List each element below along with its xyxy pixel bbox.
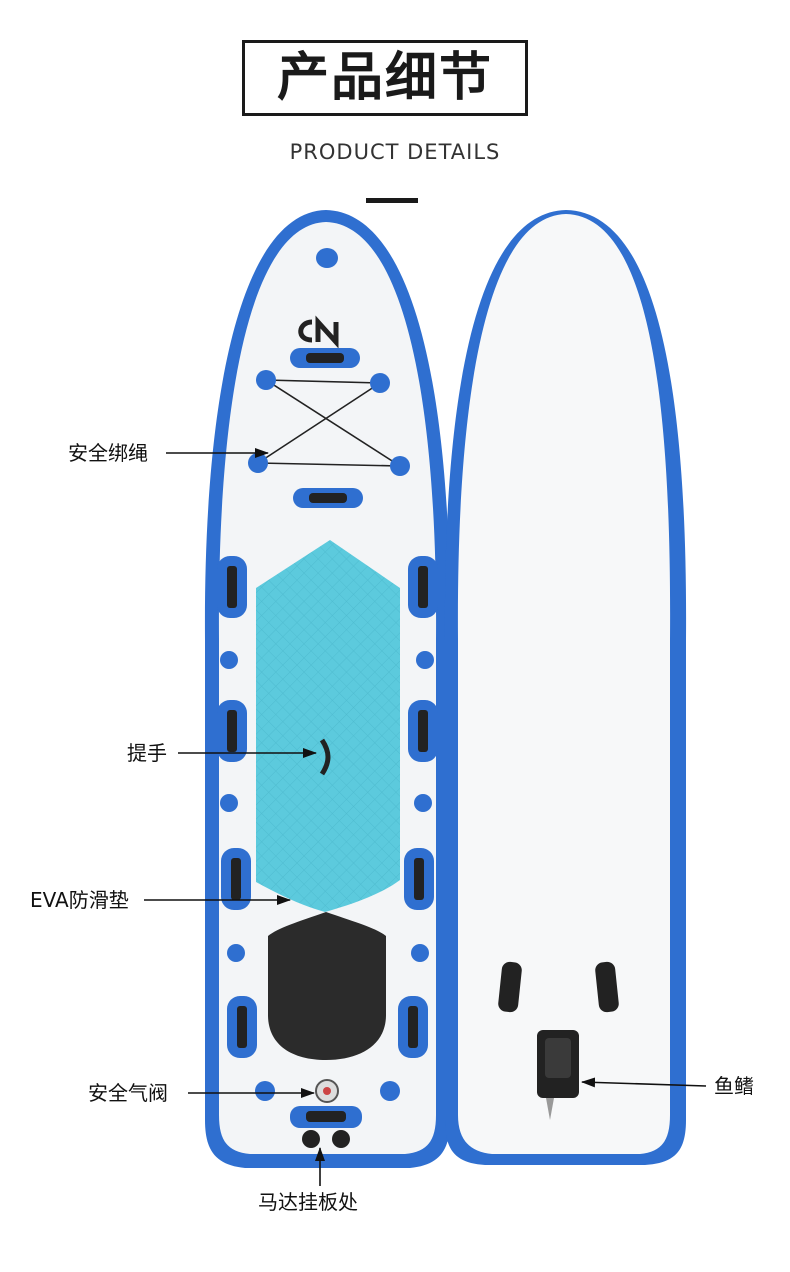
title-frame: 产品细节 xyxy=(242,40,528,116)
side-d-rings xyxy=(220,651,434,962)
arrow-fin xyxy=(581,1077,707,1088)
callout-arrows xyxy=(144,448,707,1186)
bungee-d-rings xyxy=(248,370,410,476)
motor-mount-icon xyxy=(302,1130,350,1148)
callout-handle: 提手 xyxy=(127,741,167,765)
callout-tie-down: 安全绑绳 xyxy=(68,441,148,465)
callout-fin: 鱼鳍 xyxy=(714,1074,754,1098)
back-board xyxy=(444,210,687,1165)
page-title: 产品细节 xyxy=(276,48,493,108)
bungee-cord xyxy=(257,379,401,467)
tail-d-ring-left xyxy=(255,1081,275,1101)
deck-center-handle-icon xyxy=(319,738,331,776)
title-divider xyxy=(366,198,418,203)
callout-safety-valve: 安全气阀 xyxy=(88,1081,168,1105)
page-subtitle: PRODUCT DETAILS xyxy=(289,140,501,164)
brand-logo xyxy=(298,315,339,349)
nose-d-ring-icon xyxy=(316,248,338,268)
eva-traction-pad xyxy=(256,540,400,912)
tail-d-ring-right xyxy=(380,1081,400,1101)
front-board xyxy=(204,210,451,1168)
tail-kick-pad xyxy=(268,912,386,1060)
callout-eva-pad: EVA防滑垫 xyxy=(30,888,129,912)
callout-motor-mount: 马达挂板处 xyxy=(258,1190,358,1214)
back-board-hull xyxy=(457,214,671,1154)
side-fin-boxes xyxy=(498,961,619,1013)
